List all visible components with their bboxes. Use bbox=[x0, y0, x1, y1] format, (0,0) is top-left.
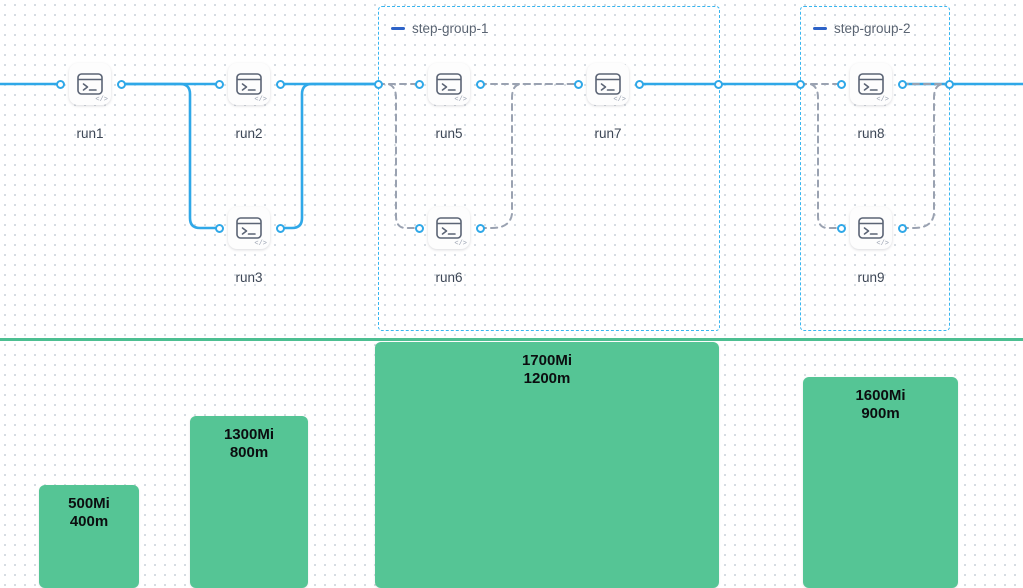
port-handle[interactable] bbox=[944, 79, 954, 89]
resource-bar[interactable]: 500Mi 400m bbox=[39, 485, 139, 588]
port-handle[interactable] bbox=[414, 79, 424, 89]
section-separator bbox=[0, 338, 1023, 341]
node-run2-label: run2 bbox=[235, 126, 263, 141]
group-dash-icon bbox=[391, 27, 405, 30]
terminal-icon bbox=[858, 73, 884, 95]
terminal-icon bbox=[236, 73, 262, 95]
code-badge-icon: </> bbox=[454, 240, 467, 248]
terminal-icon bbox=[77, 73, 103, 95]
code-badge-icon: </> bbox=[876, 240, 889, 248]
code-badge-icon: </> bbox=[254, 96, 267, 104]
code-badge-icon: </> bbox=[454, 96, 467, 104]
port-handle[interactable] bbox=[836, 79, 846, 89]
terminal-icon bbox=[595, 73, 621, 95]
terminal-icon bbox=[236, 217, 262, 239]
step-group-2[interactable]: step-group-2 bbox=[800, 6, 950, 331]
resource-bar[interactable]: 1300Mi 800m bbox=[190, 416, 308, 588]
port-handle[interactable] bbox=[573, 79, 583, 89]
port-handle[interactable] bbox=[795, 79, 805, 89]
port-handle[interactable] bbox=[116, 79, 126, 89]
node-run9[interactable]: </> bbox=[850, 207, 892, 249]
port-handle[interactable] bbox=[55, 79, 65, 89]
resource-bar[interactable]: 1700Mi 1200m bbox=[375, 342, 719, 588]
resource-memory: 1300Mi bbox=[223, 426, 275, 443]
resource-memory: 1700Mi bbox=[521, 352, 573, 369]
port-handle[interactable] bbox=[373, 79, 383, 89]
port-handle[interactable] bbox=[214, 79, 224, 89]
port-handle[interactable] bbox=[475, 79, 485, 89]
node-run1[interactable]: </> bbox=[69, 63, 111, 105]
code-badge-icon: </> bbox=[95, 96, 108, 104]
resource-memory: 1600Mi bbox=[855, 387, 906, 404]
step-group-1-label: step-group-1 bbox=[391, 21, 489, 36]
port-handle[interactable] bbox=[214, 223, 224, 233]
node-run3-label: run3 bbox=[235, 270, 263, 285]
port-handle[interactable] bbox=[836, 223, 846, 233]
group-label-text: step-group-1 bbox=[412, 21, 489, 36]
port-handle[interactable] bbox=[275, 79, 285, 89]
port-handle[interactable] bbox=[634, 79, 644, 89]
node-run8[interactable]: </> bbox=[850, 63, 892, 105]
step-group-1[interactable]: step-group-1 bbox=[378, 6, 720, 331]
terminal-icon bbox=[436, 217, 462, 239]
node-run6-label: run6 bbox=[435, 270, 463, 285]
resource-cpu: 800m bbox=[229, 444, 269, 461]
node-run7[interactable]: </> bbox=[587, 63, 629, 105]
resource-memory: 500Mi bbox=[68, 495, 110, 512]
node-run3[interactable]: </> bbox=[228, 207, 270, 249]
node-run7-label: run7 bbox=[594, 126, 622, 141]
resource-bar[interactable]: 1600Mi 900m bbox=[803, 377, 958, 588]
terminal-icon bbox=[858, 217, 884, 239]
code-badge-icon: </> bbox=[254, 240, 267, 248]
code-badge-icon: </> bbox=[876, 96, 889, 104]
group-label-text: step-group-2 bbox=[834, 21, 911, 36]
node-run6[interactable]: </> bbox=[428, 207, 470, 249]
code-badge-icon: </> bbox=[613, 96, 626, 104]
port-handle[interactable] bbox=[713, 79, 723, 89]
port-handle[interactable] bbox=[897, 223, 907, 233]
node-run9-label: run9 bbox=[857, 270, 885, 285]
terminal-icon bbox=[436, 73, 462, 95]
node-run5-label: run5 bbox=[435, 126, 463, 141]
node-run1-label: run1 bbox=[76, 126, 104, 141]
resource-cpu: 900m bbox=[861, 405, 900, 422]
port-handle[interactable] bbox=[475, 223, 485, 233]
resource-cpu: 1200m bbox=[523, 370, 571, 387]
step-group-2-label: step-group-2 bbox=[813, 21, 911, 36]
port-handle[interactable] bbox=[897, 79, 907, 89]
port-handle[interactable] bbox=[275, 223, 285, 233]
node-run8-label: run8 bbox=[857, 126, 885, 141]
port-handle[interactable] bbox=[414, 223, 424, 233]
node-run2[interactable]: </> bbox=[228, 63, 270, 105]
group-dash-icon bbox=[813, 27, 827, 30]
resource-cpu: 400m bbox=[69, 513, 109, 530]
node-run5[interactable]: </> bbox=[428, 63, 470, 105]
